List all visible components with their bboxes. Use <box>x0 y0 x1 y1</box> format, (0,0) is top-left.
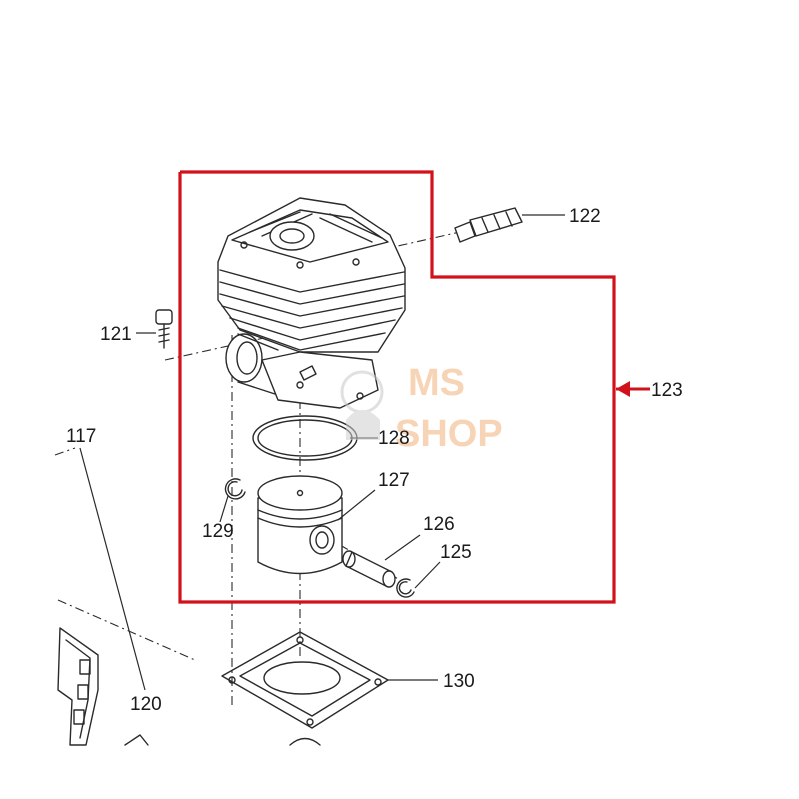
part-labels: 122 121 123 128 127 117 129 126 125 130 … <box>66 206 683 715</box>
svg-text:MS: MS <box>408 362 465 404</box>
piston-drawing <box>257 475 343 575</box>
ms-shop-watermark: MS SHOP <box>340 362 503 455</box>
leader-126 <box>384 534 421 561</box>
part-number-130: 130 <box>443 671 475 692</box>
part-number-123: 123 <box>651 380 683 401</box>
assembly-highlight-frame <box>178 170 616 604</box>
leader-117 <box>79 447 146 691</box>
decompression-valve-drawing <box>454 207 523 243</box>
piston-pin-drawing <box>342 550 396 588</box>
leader-127 <box>337 489 376 521</box>
leader-125 <box>414 561 441 589</box>
cylinder-drawing <box>217 197 406 409</box>
part-number-120: 120 <box>130 694 162 715</box>
part-number-117: 117 <box>66 426 96 447</box>
piston-ring-drawing <box>252 415 358 461</box>
part-number-125: 125 <box>440 542 472 563</box>
part-number-128: 128 <box>378 428 410 449</box>
part-number-129: 129 <box>202 521 234 542</box>
part-number-127: 127 <box>378 470 410 491</box>
cylinder-gasket-drawing <box>221 631 389 746</box>
part-number-126: 126 <box>423 514 455 535</box>
circlip-left-drawing <box>224 478 246 500</box>
circlip-right-drawing <box>396 578 415 598</box>
part-number-121: 121 <box>100 324 132 345</box>
part-number-122: 122 <box>569 206 601 227</box>
cylinder-screw-drawing <box>155 309 173 349</box>
crankcase-parts-drawing <box>54 447 196 746</box>
leader-129 <box>219 495 229 523</box>
assembly-pointer-arrow <box>616 381 650 397</box>
svg-text:SHOP: SHOP <box>395 413 503 455</box>
